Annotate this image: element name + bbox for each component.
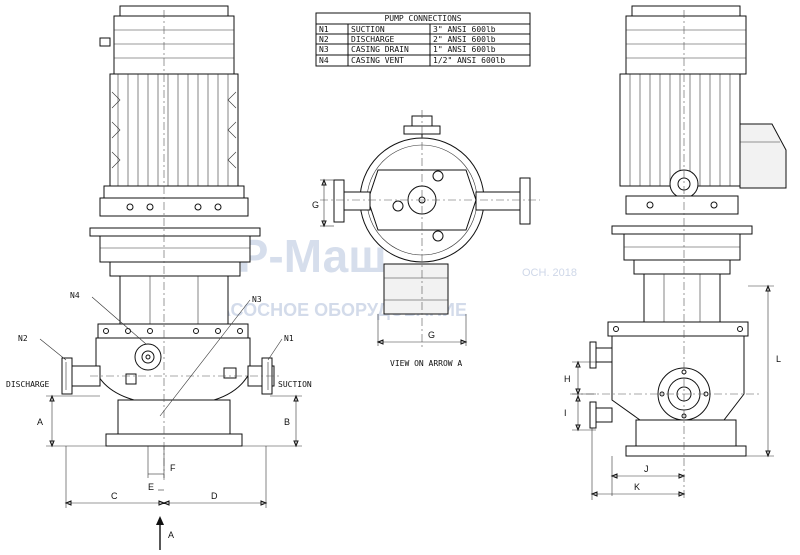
label-n4: N4 (70, 291, 80, 300)
label-discharge: DISCHARGE (6, 380, 50, 389)
motor-fins (111, 74, 237, 186)
dim-i: I (564, 408, 567, 418)
table-cell-id: N3 (319, 45, 329, 54)
label-n1: N1 (284, 334, 294, 343)
table-cell-spec: 1/2" ANSI 600lb (433, 56, 505, 65)
dim-g-left: G (312, 200, 319, 210)
dim-a: A (37, 417, 43, 427)
top-view: G G VIEW ON ARROW A (312, 110, 540, 368)
connections-table: PUMP CONNECTIONS N1 SUCTION 3" ANSI 600l… (315, 12, 531, 67)
table-cell-id: N2 (319, 35, 329, 44)
side-view: L H I J K (564, 5, 787, 500)
dim-g-bottom: G (428, 330, 435, 340)
view-arrow-label: A (168, 530, 174, 540)
dim-e: E (148, 482, 154, 492)
table-cell-id: N4 (319, 56, 329, 65)
front-view: N4 N3 N2 N1 DISCHARGE SUCTION A B F E (6, 5, 312, 550)
table-cell-spec: 3" ANSI 600lb (433, 25, 496, 34)
table-title: PUMP CONNECTIONS (384, 14, 461, 23)
table-cell-name: CASING DRAIN (351, 45, 409, 54)
table-cell-name: SUCTION (351, 25, 385, 34)
label-n2: N2 (18, 334, 28, 343)
dim-d: D (211, 491, 218, 501)
watermark-year: ОСН. 2018 (522, 267, 577, 279)
label-n3: N3 (252, 295, 262, 304)
dim-k: K (634, 482, 640, 492)
table-cell-id: N1 (319, 25, 329, 34)
dim-l: L (776, 354, 781, 364)
motor-fins (629, 74, 731, 186)
view-caption: VIEW ON ARROW A (390, 359, 462, 368)
dim-h: H (564, 374, 571, 384)
dim-c: C (111, 491, 118, 501)
dim-b: B (284, 417, 290, 427)
dim-j: J (644, 464, 649, 474)
table-cell-name: CASING VENT (351, 56, 404, 65)
table-cell-name: DISCHARGE (351, 35, 395, 44)
dim-f: F (170, 463, 176, 473)
table-cell-spec: 1" ANSI 600lb (433, 45, 496, 54)
table-cell-spec: 2" ANSI 600lb (433, 35, 496, 44)
label-suction: SUCTION (278, 380, 312, 389)
